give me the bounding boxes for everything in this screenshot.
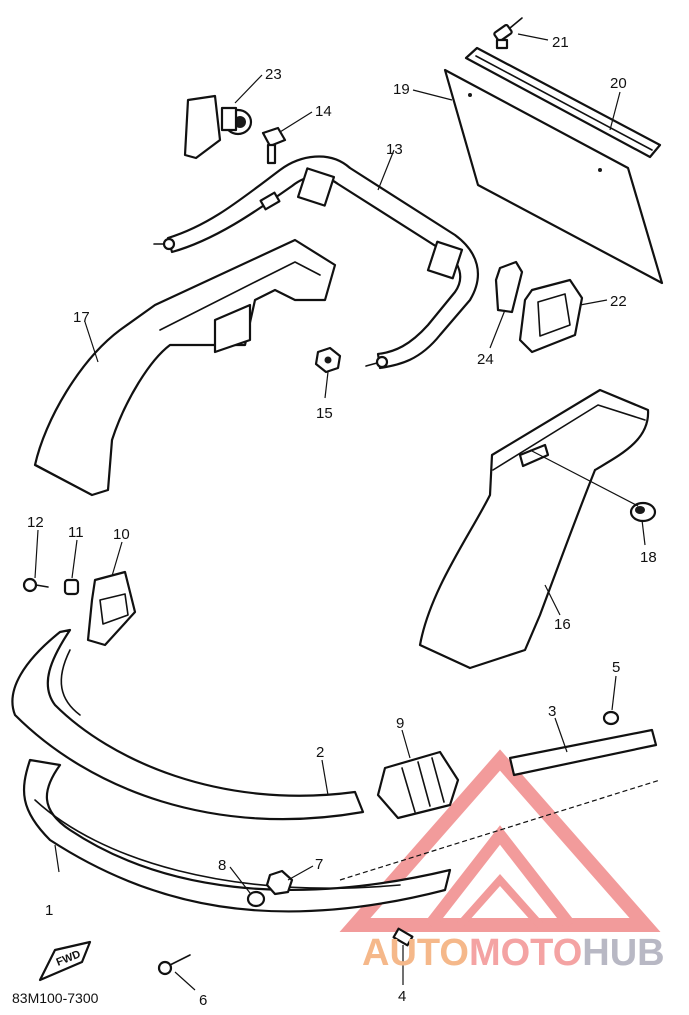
callout-6: 6 [199,992,207,1009]
drawing-code: 83M100-7300 [12,990,99,1006]
callout-18: 18 [640,549,657,566]
part-3-bracket [508,728,658,777]
part-11-collar [63,578,80,596]
part-21-clip [493,17,523,50]
part-5-nut [602,710,620,726]
part-20-rubber-strip [464,46,662,159]
part-7-nut [265,869,294,896]
callout-20: 20 [610,75,627,92]
part-15-nut [314,346,342,374]
callout-2: 2 [316,744,324,761]
callout-4: 4 [398,988,406,1005]
part-9-rubber-mount [376,750,460,820]
watermark-part-2: MOTO [469,932,582,974]
part-16-right-cover [418,388,650,670]
fwd-arrow-icon: FWD [38,940,92,982]
part-8-washer [246,890,266,908]
callout-11: 11 [68,524,84,541]
callout-5: 5 [612,659,620,676]
watermark-logo [339,749,661,932]
part-1-bumper [22,758,661,913]
part-14-bolt [261,126,287,165]
part-4-clip [392,927,414,947]
callout-16: 16 [554,616,571,633]
part-12-screw [22,577,49,593]
part-24-strap [494,260,524,314]
part-2-molding [11,628,365,821]
watermark-part-3: HUB [582,932,664,974]
callout-3: 3 [548,703,556,720]
watermark-part-1: AUTO [362,932,469,974]
callout-labels: 1 2 3 4 5 6 7 8 9 10 11 12 13 14 15 16 1… [27,34,657,1009]
callout-22: 22 [610,293,627,310]
part-6-screw [157,954,191,976]
part-17-left-cover [33,238,337,497]
part-23-bracket [183,94,253,160]
callout-12: 12 [27,514,44,531]
watermark-text: AUTOMOTOHUB [362,932,665,974]
part-18-grommet [629,501,657,523]
callout-13: 13 [386,141,403,158]
callout-1: 1 [45,902,53,919]
part-19-plate-board [443,68,664,285]
callout-23: 23 [265,66,282,83]
callout-9: 9 [396,715,404,732]
callout-10: 10 [113,526,130,543]
callout-14: 14 [315,103,332,120]
part-13-grab-rail [153,155,479,370]
callout-24: 24 [477,351,494,368]
callout-21: 21 [552,34,569,51]
part-22-lock-bracket [518,278,584,354]
callout-17: 17 [73,309,90,326]
leader-lines [34,33,646,991]
callout-7: 7 [315,856,323,873]
part-10-damper [86,570,137,647]
callout-8: 8 [218,857,226,874]
callout-15: 15 [316,405,333,422]
callout-19: 19 [393,81,410,98]
